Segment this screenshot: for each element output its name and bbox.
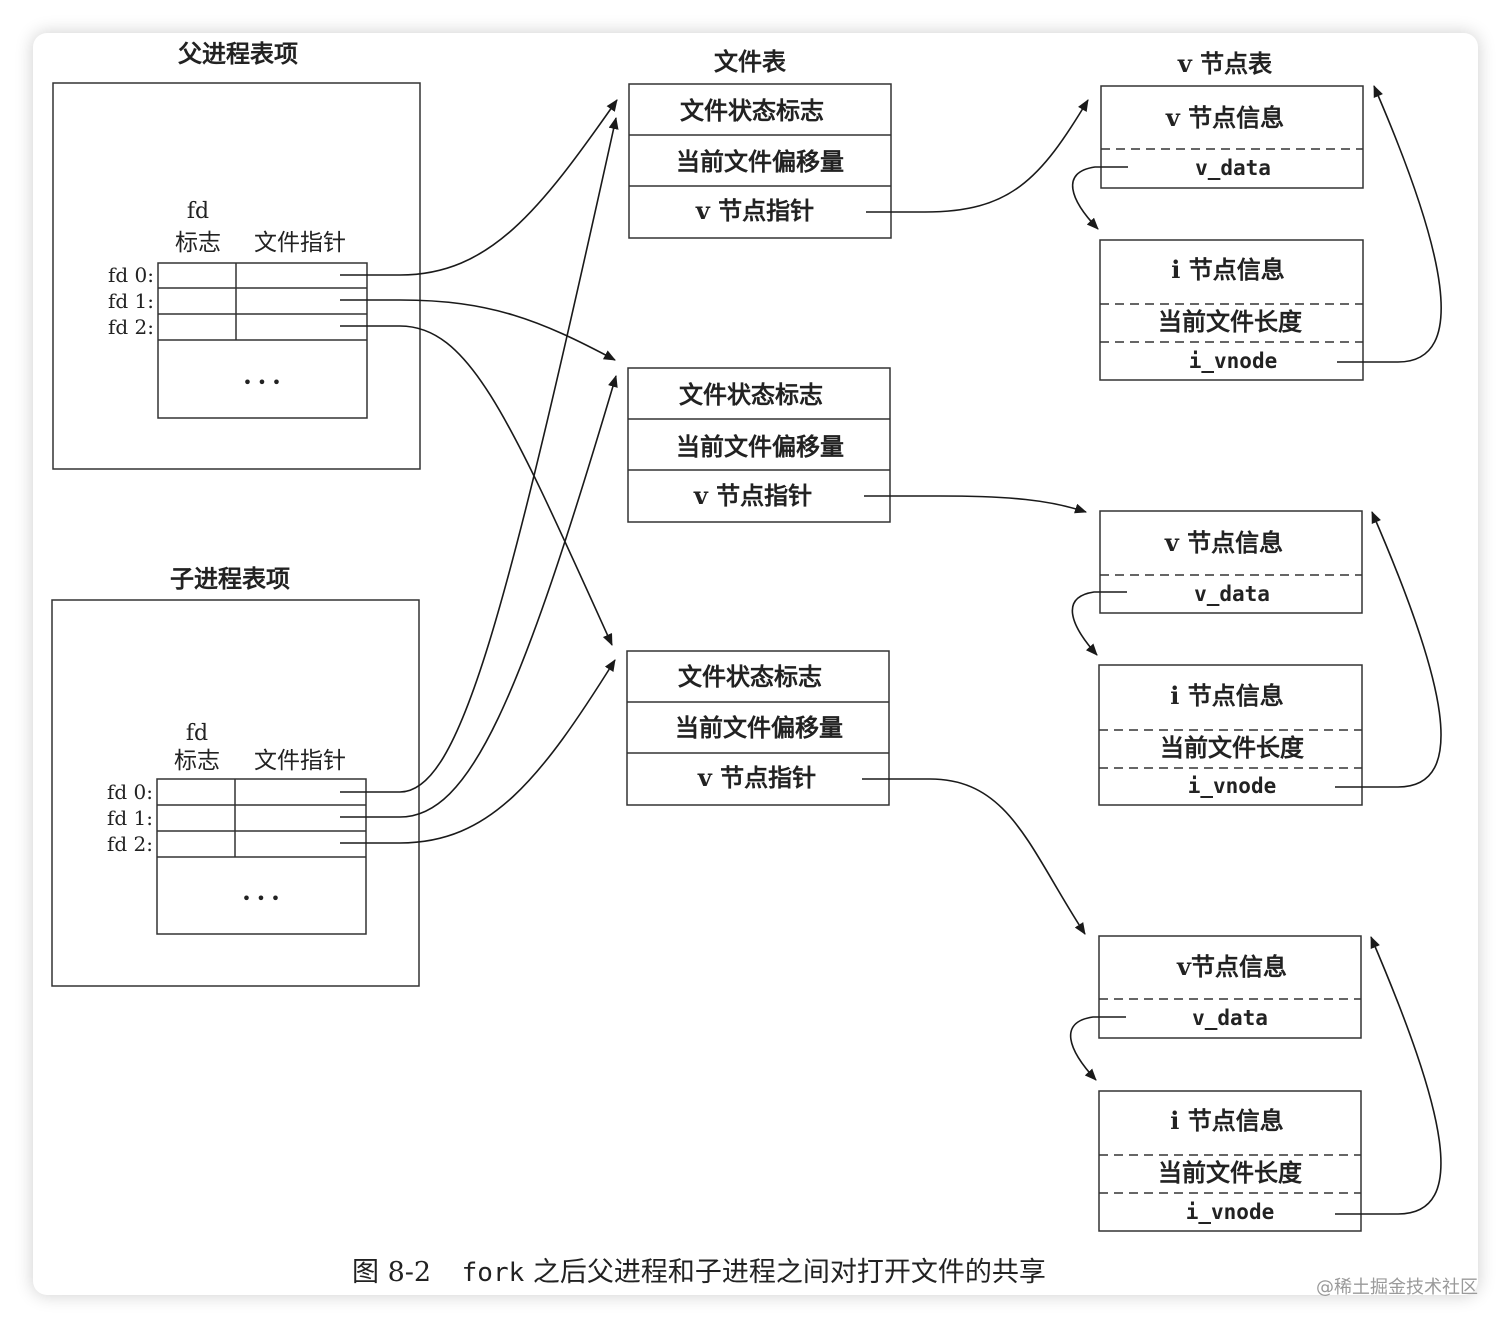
arrow-parent-fd1-to-file2 (340, 299, 616, 361)
v-data-field: v_data (1194, 582, 1270, 606)
arrow-file2-to-vnode2 (864, 495, 1087, 514)
arrow-ivnode1-to-vnode1 (1337, 85, 1442, 363)
caption-code: fork (462, 1258, 525, 1288)
file-table-entry-2: 文件状态标志 当前文件偏移量 v 节点指针 (627, 367, 891, 523)
parent-row-fd0: fd 0: (108, 263, 154, 287)
arrow-parent-fd0-to-file1 (340, 99, 618, 276)
child-title: 子进程表项 (170, 564, 290, 593)
i-vnode-field: i_vnode (1186, 1200, 1275, 1224)
vnode-info: v节点信息 (1176, 952, 1287, 981)
watermark: @稀土掘金技术社区 (1316, 1277, 1478, 1298)
current-file-length: 当前文件长度 (1160, 733, 1305, 762)
arrow-file1-to-vnode1 (866, 99, 1089, 213)
file-table-entry-3: 文件状态标志 当前文件偏移量 v 节点指针 (626, 650, 890, 806)
arrow-vdata2-to-inode2 (1071, 591, 1127, 656)
inode-info: i 节点信息 (1171, 255, 1284, 284)
v-data-field: v_data (1195, 156, 1271, 180)
parent-flags-header: 标志 (175, 230, 221, 256)
parent-outer-box (52, 82, 421, 470)
child-row-fd0: fd 0: (107, 780, 153, 804)
i-vnode-field: i_vnode (1188, 774, 1277, 798)
v-data-field: v_data (1192, 1006, 1268, 1030)
i-vnode-field: i_vnode (1189, 349, 1278, 373)
figure-caption: 图 8-2 fork 之后父进程和子进程之间对打开文件的共享 (352, 1257, 1046, 1288)
child-ellipsis: • • • (242, 889, 280, 908)
arrow-child-fd1-to-file2 (340, 375, 618, 818)
vnode-entry-3: v节点信息 v_data i 节点信息 当前文件长度 i_vnode (1098, 935, 1362, 1232)
inode-info: i 节点信息 (1170, 681, 1283, 710)
file-vnode-pointer: v 节点指针 (695, 196, 814, 225)
file-vnode-pointer: v 节点指针 (693, 481, 812, 510)
arrow-file3-to-vnode3 (862, 778, 1086, 935)
inode-info: i 节点信息 (1170, 1106, 1283, 1135)
arrow-ivnode2-to-vnode2 (1335, 511, 1442, 788)
file-current-offset: 当前文件偏移量 (676, 432, 844, 461)
arrow-child-fd0-to-file1 (340, 117, 619, 793)
parent-fd-header: fd (187, 199, 209, 224)
parent-ptr-header: 文件指针 (254, 230, 346, 256)
figure-number: 图 8-2 (352, 1257, 431, 1288)
parent-row-fd1: fd 1: (108, 289, 154, 313)
file-table-entry-1: 文件状态标志 当前文件偏移量 v 节点指针 (628, 83, 892, 239)
caption-text: 之后父进程和子进程之间对打开文件的共享 (533, 1257, 1046, 1288)
child-fd-header: fd (186, 721, 208, 746)
child-flags-header: 标志 (174, 748, 220, 774)
file-status-flags: 文件状态标志 (678, 662, 822, 691)
arrow-child-fd2-to-file3 (340, 659, 616, 844)
parent-title: 父进程表项 (178, 39, 298, 68)
current-file-length: 当前文件长度 (1158, 1158, 1303, 1187)
child-outer-box (51, 599, 420, 987)
arrow-parent-fd2-to-file3 (340, 325, 613, 646)
file-current-offset: 当前文件偏移量 (675, 713, 843, 742)
parent-ellipsis: • • • (243, 373, 281, 392)
child-ptr-header: 文件指针 (254, 748, 346, 774)
parent-row-fd2: fd 2: (108, 315, 154, 339)
vnode-info: v 节点信息 (1165, 103, 1284, 132)
file-status-flags: 文件状态标志 (680, 96, 824, 125)
arrow-vdata3-to-inode3 (1069, 1016, 1126, 1081)
child-row-fd1: fd 1: (107, 806, 153, 830)
current-file-length: 当前文件长度 (1158, 307, 1303, 336)
vnode-table-title: v 节点表 (1177, 49, 1273, 78)
arrow-ivnode3-to-vnode3 (1335, 936, 1442, 1215)
file-vnode-pointer: v 节点指针 (697, 763, 816, 792)
file-status-flags: 文件状态标志 (679, 380, 823, 409)
arrow-vdata1-to-inode1 (1071, 166, 1128, 230)
vnode-entry-1: v 节点信息 v_data i 节点信息 当前文件长度 i_vnode (1099, 85, 1364, 381)
file-current-offset: 当前文件偏移量 (676, 147, 844, 176)
figure-card (33, 33, 1478, 1295)
child-row-fd2: fd 2: (107, 832, 153, 856)
parent-process-entry (52, 82, 421, 470)
vnode-info: v 节点信息 (1164, 528, 1283, 557)
child-process-entry (51, 599, 420, 987)
file-table-title: 文件表 (714, 47, 787, 76)
vnode-entry-2: v 节点信息 v_data i 节点信息 当前文件长度 i_vnode (1098, 510, 1363, 806)
